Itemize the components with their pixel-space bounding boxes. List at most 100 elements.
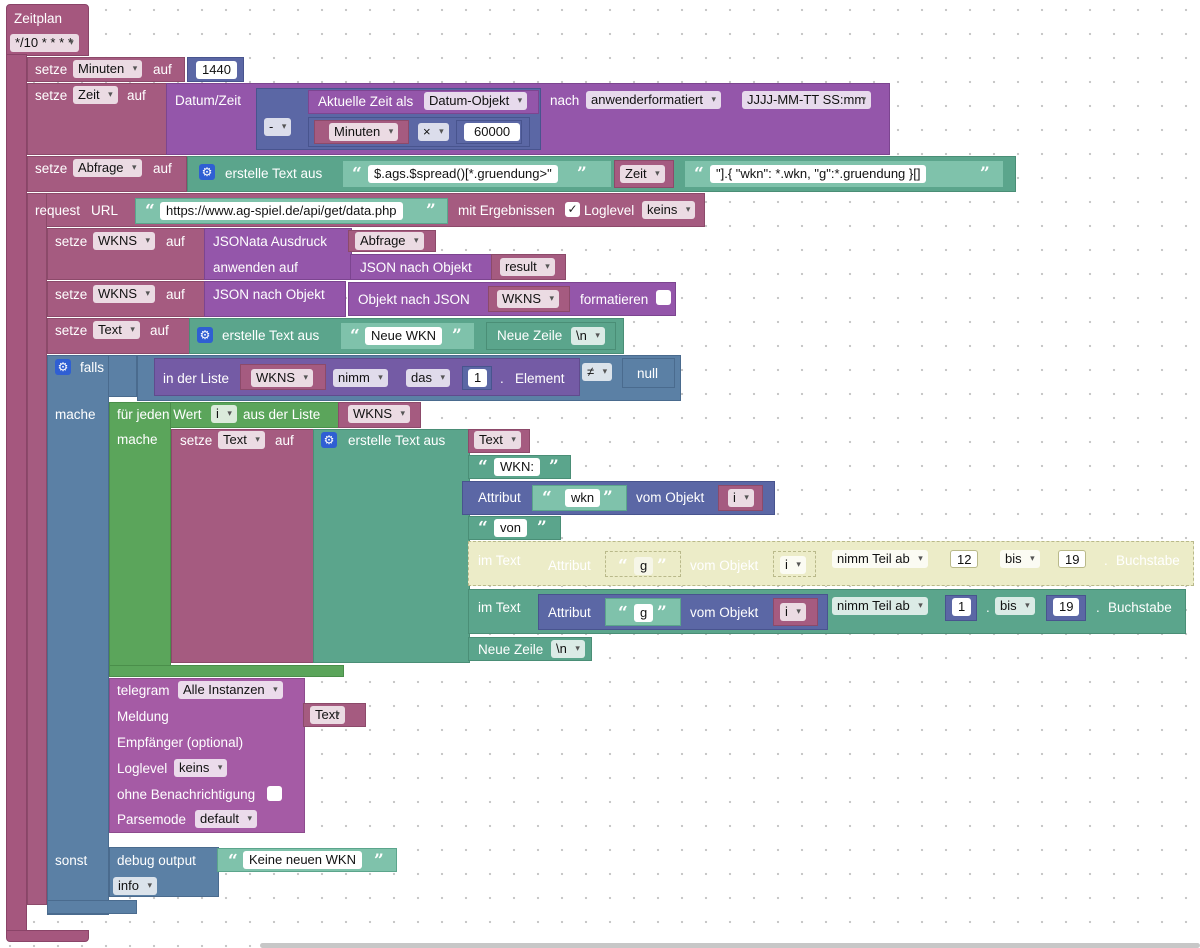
set-text-block[interactable] — [171, 429, 315, 663]
text-getter-dropdown[interactable]: Text — [474, 431, 521, 449]
key-g-field[interactable]: g — [634, 557, 654, 575]
parsemode-dropdown[interactable]: default — [195, 810, 258, 828]
gear-icon[interactable]: ⚙ — [197, 327, 213, 343]
vom-objekt-label: vom Objekt — [690, 605, 759, 620]
text-getter-dropdown[interactable]: Text — [310, 706, 345, 724]
wkns-getter-dropdown[interactable]: WKNS — [348, 405, 410, 423]
anwenden-label: anwenden auf — [213, 260, 298, 275]
horizontal-scrollbar[interactable] — [260, 943, 1200, 948]
telegram-instances-dropdown[interactable]: Alle Instanzen — [178, 681, 283, 699]
request-loglevel-dropdown[interactable]: keins — [642, 201, 696, 219]
jsonata-block[interactable] — [204, 228, 352, 280]
nimm-teil-dropdown[interactable]: nimm Teil ab — [832, 550, 928, 568]
key-wkn-field[interactable]: wkn — [565, 489, 601, 507]
from-index-field[interactable]: 1 — [952, 598, 972, 616]
close-quote-icon: ” — [603, 488, 613, 508]
loglevel-label: Loglevel — [584, 203, 635, 218]
result-getter-dropdown[interactable]: result — [500, 258, 555, 276]
null-block[interactable] — [622, 358, 675, 388]
bis-dropdown[interactable]: bis — [1000, 550, 1040, 568]
var-zeit-dropdown[interactable]: Zeit — [73, 86, 118, 104]
debug-text-field[interactable]: Keine neuen WKN — [243, 851, 362, 869]
format-type-dropdown[interactable]: anwenderformatiert — [586, 91, 721, 109]
debug-level-dropdown[interactable]: info — [113, 877, 157, 895]
formatieren-checkbox[interactable] — [656, 290, 671, 305]
mit-ergebnissen-label: mit Ergebnissen — [458, 203, 555, 218]
loop-var-i-dropdown[interactable]: i — [211, 405, 237, 423]
auf-label: auf — [153, 161, 172, 176]
text-join-block[interactable] — [313, 429, 470, 663]
var-minuten-dropdown[interactable]: Minuten — [73, 60, 143, 78]
from-index-field[interactable]: 12 — [950, 550, 979, 568]
gear-icon[interactable]: ⚙ — [321, 432, 337, 448]
das-dropdown[interactable]: das — [406, 369, 450, 387]
close-quote-icon: ” — [657, 556, 667, 576]
i-getter-dropdown[interactable]: i — [780, 556, 806, 574]
open-quote-icon: “ — [618, 556, 628, 576]
json-to-object-block[interactable] — [204, 281, 346, 317]
gear-icon[interactable]: ⚙ — [55, 359, 71, 375]
newline-dropdown[interactable]: \n — [551, 640, 585, 658]
var-wkns-dropdown[interactable]: WKNS — [93, 232, 155, 250]
telegram-loglevel-dropdown[interactable]: keins — [174, 759, 228, 777]
i-getter-dropdown[interactable]: i — [780, 603, 806, 621]
dot-label: . — [1096, 600, 1100, 615]
nimm-dropdown[interactable]: nimm — [333, 369, 388, 387]
vom-objekt-label: vom Objekt — [690, 558, 759, 573]
newline-dropdown[interactable]: \n — [571, 327, 605, 345]
zeit-getter-dropdown[interactable]: Zeit — [620, 165, 665, 183]
query-part1-field[interactable]: $.ags.$spread()[*.gruendung>" — [368, 165, 558, 183]
close-quote-icon: ” — [549, 457, 559, 477]
times-operator[interactable]: × — [418, 123, 449, 141]
index-value[interactable]: 1 — [468, 369, 488, 387]
neue-wkn-field[interactable]: Neue WKN — [365, 327, 443, 345]
multiplier-value[interactable]: 60000 — [464, 123, 521, 141]
json-to-object-block[interactable] — [350, 254, 493, 280]
auf-label: auf — [166, 234, 185, 249]
schedule-spine — [6, 54, 27, 934]
von-label-field[interactable]: von — [494, 519, 527, 537]
nimm-teil-dropdown[interactable]: nimm Teil ab — [832, 597, 928, 615]
format-string-field[interactable]: JJJJ-MM-TT SS:mm — [742, 91, 872, 109]
open-quote-icon: “ — [350, 326, 360, 346]
datetime-type-dropdown[interactable]: Datum-Objekt — [424, 92, 528, 110]
auf-label: auf — [127, 88, 146, 103]
query-part3-field[interactable]: "].{ "wkn": *.wkn, "g":*.gruendung }[] — [710, 165, 927, 183]
to-index-field[interactable]: 19 — [1058, 550, 1087, 568]
ergebnisse-checkbox[interactable]: ✓ — [565, 202, 580, 217]
setze-label: setze — [35, 161, 68, 176]
url-field[interactable]: https://www.ag-spiel.de/api/get/data.php — [160, 202, 403, 220]
open-quote-icon: “ — [618, 603, 628, 623]
auf-label: auf — [166, 287, 185, 302]
abfrage-getter-dropdown[interactable]: Abfrage — [355, 232, 424, 250]
neq-operator[interactable]: ≠ — [582, 363, 613, 381]
var-wkns-dropdown[interactable]: WKNS — [93, 285, 155, 303]
var-text-dropdown[interactable]: Text — [93, 321, 140, 339]
wkns-getter-dropdown[interactable]: WKNS — [497, 290, 559, 308]
cron-field[interactable]: */10 * * * * — [10, 34, 79, 52]
neue-zeile-label: Neue Zeile — [478, 642, 544, 657]
minuten-value[interactable]: 1440 — [196, 61, 237, 79]
create-text-label: erstelle Text aus — [222, 328, 320, 343]
wkns-getter-dropdown[interactable]: WKNS — [251, 369, 313, 387]
dot-label: . — [1104, 553, 1108, 568]
schedule-footer — [6, 930, 89, 942]
key-g-field[interactable]: g — [634, 604, 654, 622]
var-abfrage-dropdown[interactable]: Abfrage — [73, 159, 142, 177]
datetime-label: Datum/Zeit — [175, 93, 242, 108]
i-getter-dropdown[interactable]: i — [728, 489, 754, 507]
telegram-block[interactable] — [109, 678, 305, 833]
gear-icon[interactable]: ⚙ — [199, 164, 215, 180]
wkn-label-field[interactable]: WKN: — [494, 458, 540, 476]
minus-operator[interactable]: - — [264, 118, 292, 136]
buchstabe-label: Buchstabe — [1108, 600, 1172, 615]
ohne-benachrichtigung-checkbox[interactable] — [267, 786, 282, 801]
to-index-field[interactable]: 19 — [1053, 598, 1080, 616]
var-text-dropdown[interactable]: Text — [218, 431, 265, 449]
dot-label: . — [986, 600, 990, 615]
setze-label: setze — [55, 323, 88, 338]
minuten-getter-dropdown[interactable]: Minuten — [329, 123, 399, 141]
list-get-block[interactable] — [154, 358, 580, 396]
bis-dropdown[interactable]: bis — [995, 597, 1035, 615]
